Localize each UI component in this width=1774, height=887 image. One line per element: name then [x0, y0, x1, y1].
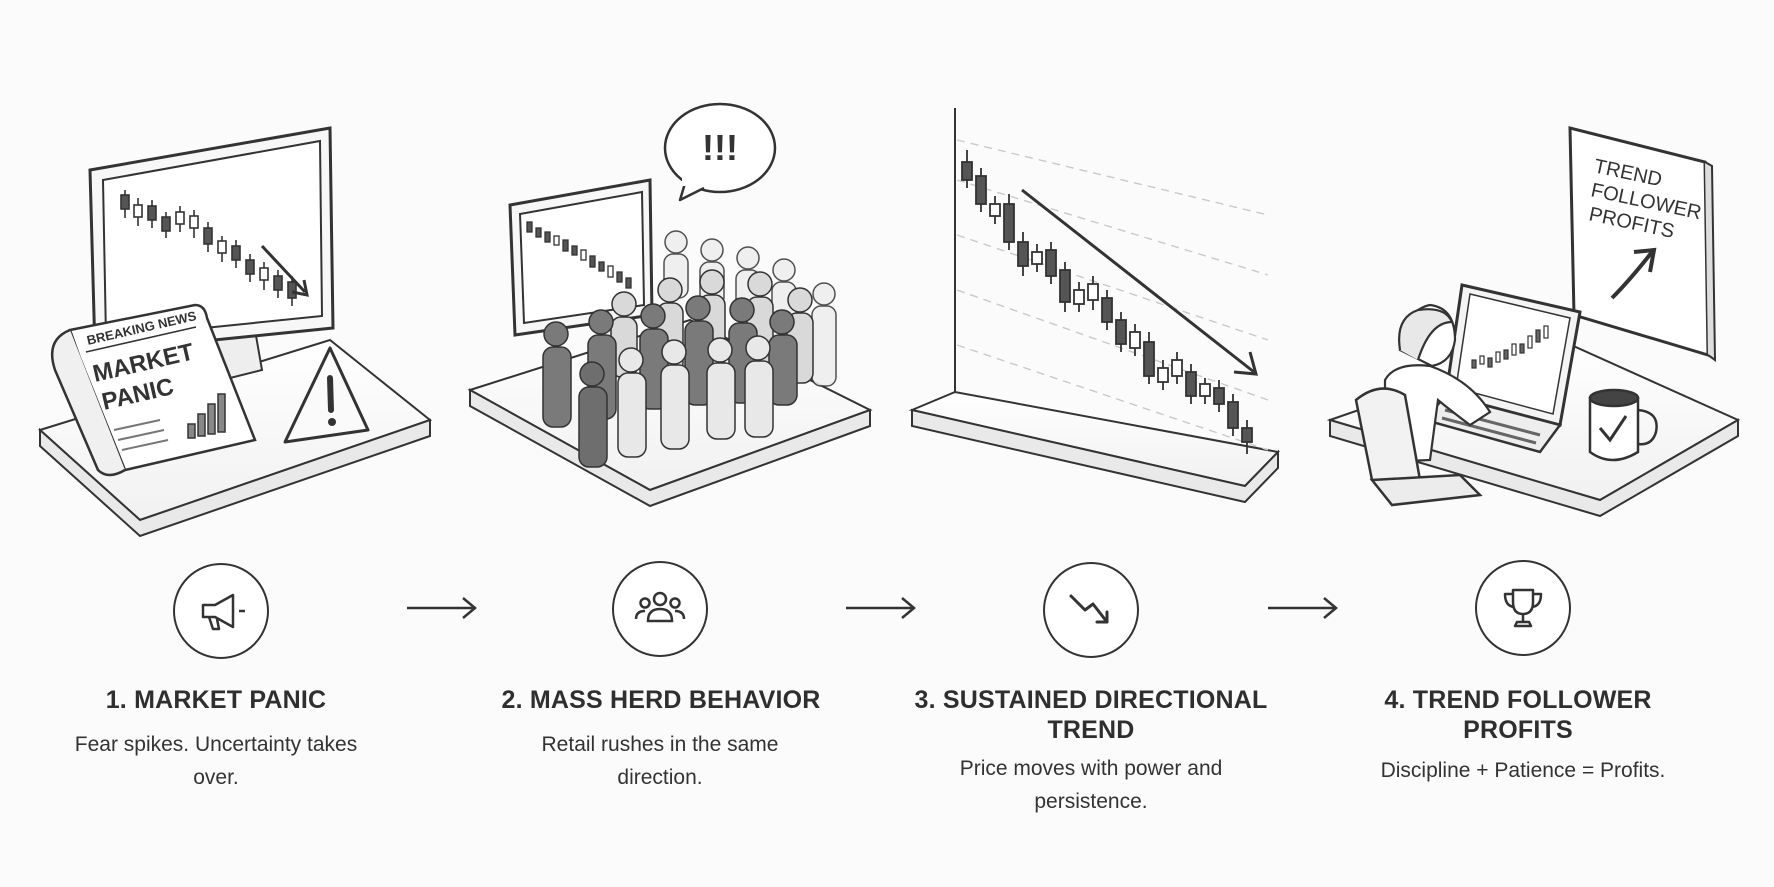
step-4-description: Discipline + Patience = Profits.: [1373, 754, 1673, 787]
step-3-description: Price moves with power and persistence.: [941, 752, 1241, 818]
trophy-icon: [1495, 580, 1551, 636]
step-2-icon-circle: [612, 561, 708, 657]
arrow-right-icon: [405, 594, 479, 622]
step-3-icon-circle: [1043, 562, 1139, 658]
step-2-title: 2. MASS HERD BEHAVIOR: [481, 685, 841, 715]
step-1-title: 1. MARKET PANIC: [36, 685, 396, 715]
people-group-icon: [632, 581, 688, 637]
trend-down-arrow-icon: [1063, 582, 1119, 638]
step-4-icon-circle: [1475, 560, 1571, 656]
step-2-description: Retail rushes in the same direction.: [510, 728, 810, 794]
arrow-right-icon: [844, 594, 918, 622]
step-3-title: 3. SUSTAINED DIRECTIONAL TREND: [911, 685, 1271, 745]
step-4-title: 4. TREND FOLLOWER PROFITS: [1338, 685, 1698, 745]
step-1-description: Fear spikes. Uncertainty takes over.: [66, 728, 366, 794]
step-1-icon-circle: [173, 563, 269, 659]
arrow-right-icon: [1266, 594, 1340, 622]
megaphone-icon: [193, 583, 249, 639]
